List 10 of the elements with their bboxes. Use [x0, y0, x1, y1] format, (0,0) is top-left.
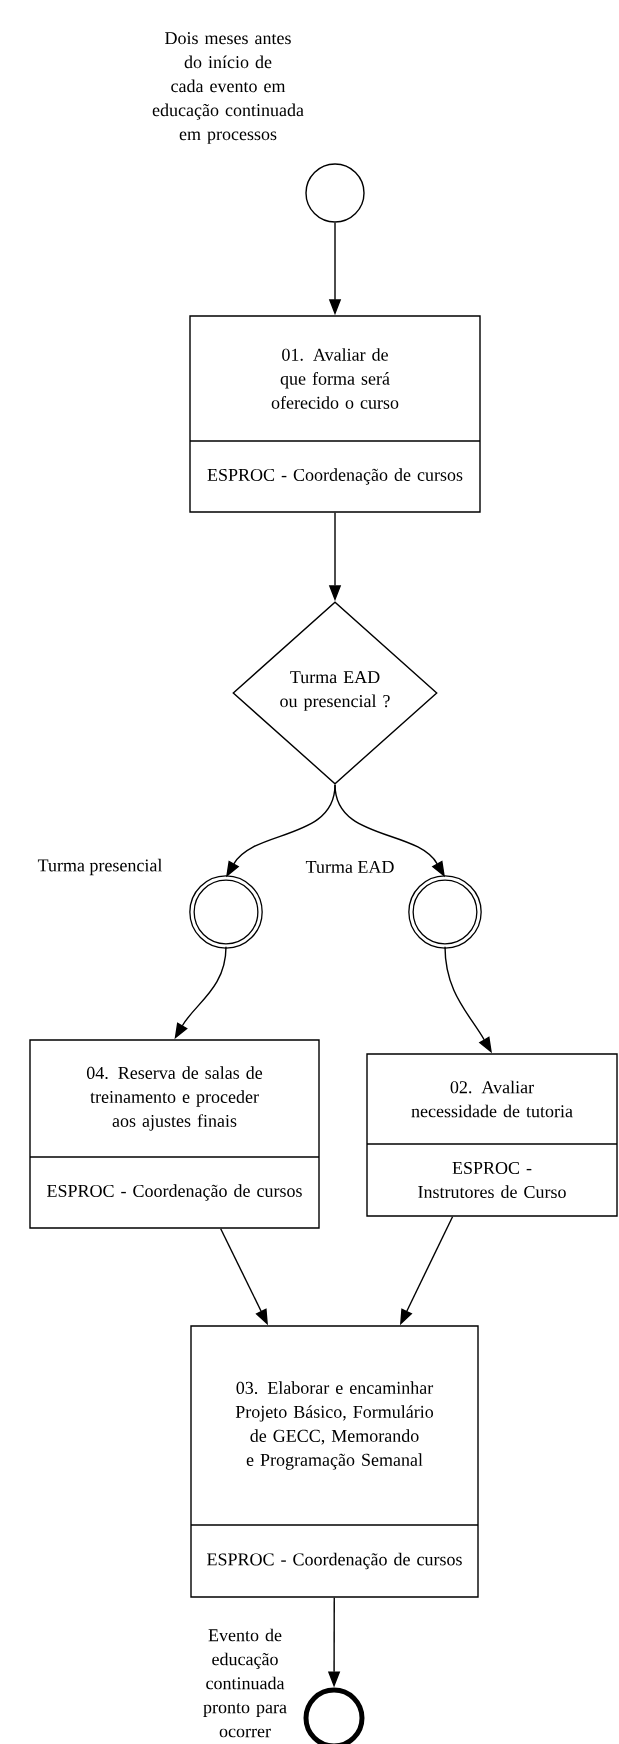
task-box: 02. Avaliar necessidade de tutoria ESPROC - Instrutores de Curso [366, 1053, 618, 1217]
edge-label: Turma EAD [304, 859, 396, 874]
event-label: Dois meses antes do início de cada evento em educação continuada em processos [152, 32, 304, 144]
task-box: 04. Reserva de salas de treinamento e proceder aos ajustes finais ESPROC - Coordenação de cursos [29, 1039, 320, 1229]
intermediate-event-circle [408, 875, 482, 949]
task-box: 01. Avaliar de que forma será oferecido o curso ESPROC - Coordenação de cursos [189, 315, 481, 513]
event-label: Evento de educação continuada pronto para ocorrer [203, 1628, 287, 1738]
edge-label: Turma presencial [36, 857, 164, 877]
intermediate-event-circle [189, 875, 263, 949]
start-event-circle [305, 163, 365, 223]
